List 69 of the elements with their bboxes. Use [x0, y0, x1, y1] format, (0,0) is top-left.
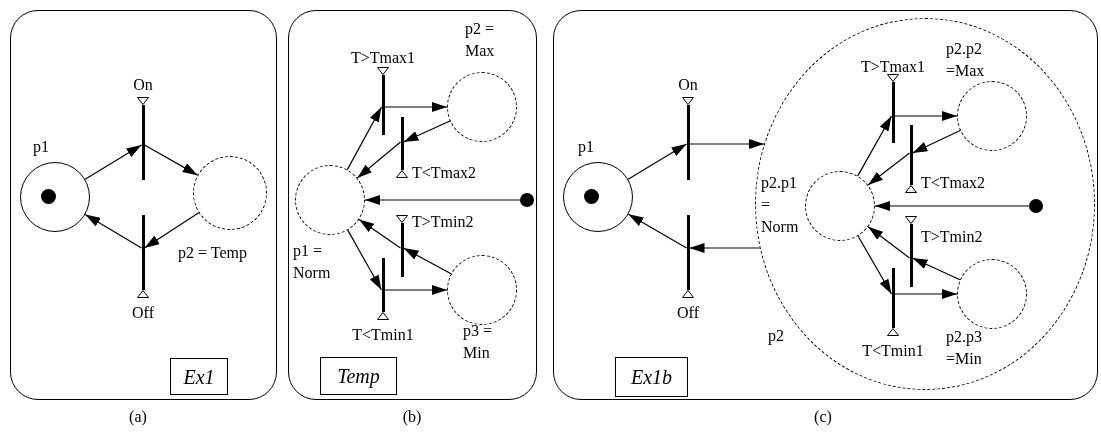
transition-bar	[909, 125, 913, 185]
arc-arrow	[893, 111, 958, 121]
transition-bar	[891, 82, 895, 143]
name-tag: Ex1b	[615, 357, 688, 397]
panel-caption: (a)	[128, 407, 148, 428]
arc-arrow	[143, 144, 199, 176]
arc-arrow	[867, 226, 911, 259]
transition-bar	[686, 105, 690, 180]
transition-label: On	[677, 75, 699, 95]
place-label: p2 = Max	[465, 19, 496, 61]
arc-arrow	[364, 195, 521, 205]
name-tag: Temp	[320, 357, 397, 395]
place-label: p1 = Norm	[293, 241, 332, 283]
arc-arrow	[627, 143, 688, 180]
arc-arrow	[857, 115, 893, 177]
panel-frame	[10, 10, 277, 400]
panel-caption: (c)	[813, 407, 833, 428]
arc-arrow	[356, 141, 402, 179]
transition-bar	[381, 258, 385, 312]
arc-arrow	[346, 106, 383, 171]
transition-label: T<Tmin1	[861, 341, 925, 361]
transition-label: T>Tmin2	[921, 227, 984, 247]
arc-arrow	[893, 289, 958, 299]
panel-frame	[288, 10, 537, 400]
arc-arrow	[874, 201, 1030, 211]
place-label: p2.p1 = Norm	[761, 173, 800, 237]
arc-arrow	[627, 213, 688, 249]
transition-bar	[686, 215, 690, 290]
transition-bar	[400, 117, 404, 170]
transition-label: Off	[676, 303, 700, 323]
arc-arrow	[402, 247, 452, 275]
transition-bar	[381, 75, 385, 135]
arc-arrow	[358, 218, 402, 249]
transition-bar	[141, 105, 145, 180]
transition-bar	[891, 268, 895, 328]
transition-label: T>Tmax1	[859, 57, 927, 77]
arc-arrow	[911, 129, 961, 154]
panel-caption: (b)	[401, 407, 423, 428]
transition-label: T<Tmax2	[921, 173, 987, 193]
place-label: p2	[768, 326, 785, 347]
arc-arrow	[383, 102, 448, 112]
transition-bar	[400, 223, 404, 277]
arc-arrow	[347, 229, 383, 291]
transition-label: T>Tmin2	[412, 212, 475, 232]
arc-arrow	[84, 144, 143, 180]
arc-arrow	[143, 212, 200, 249]
arc-arrow	[688, 243, 761, 253]
arc-arrow	[688, 139, 765, 149]
arc-arrow	[911, 257, 961, 281]
arc-arrow	[402, 120, 451, 143]
transition-label: T>Tmax1	[349, 48, 417, 68]
transition-bar	[909, 224, 913, 287]
transition-label: T<Tmax2	[412, 163, 478, 183]
name-tag: Ex1	[170, 358, 228, 395]
arc-arrow	[867, 152, 911, 186]
place-label: p2.p3 =Min	[946, 327, 983, 369]
arc-arrow	[84, 213, 143, 249]
arc-arrow	[857, 235, 893, 295]
transition-label: On	[132, 75, 154, 95]
place-label: p1	[33, 137, 50, 158]
transition-label: Off	[131, 303, 155, 323]
panel-frame	[553, 10, 1098, 400]
place-label: p2 = Temp	[178, 243, 248, 264]
place-label: p1	[578, 137, 595, 158]
arc-arrow	[383, 285, 448, 295]
transition-label: T<Tmin1	[351, 325, 415, 345]
transition-bar	[141, 215, 145, 290]
place-label: p3 = Min	[463, 321, 494, 363]
place-label: p2.p2 =Max	[946, 39, 986, 81]
